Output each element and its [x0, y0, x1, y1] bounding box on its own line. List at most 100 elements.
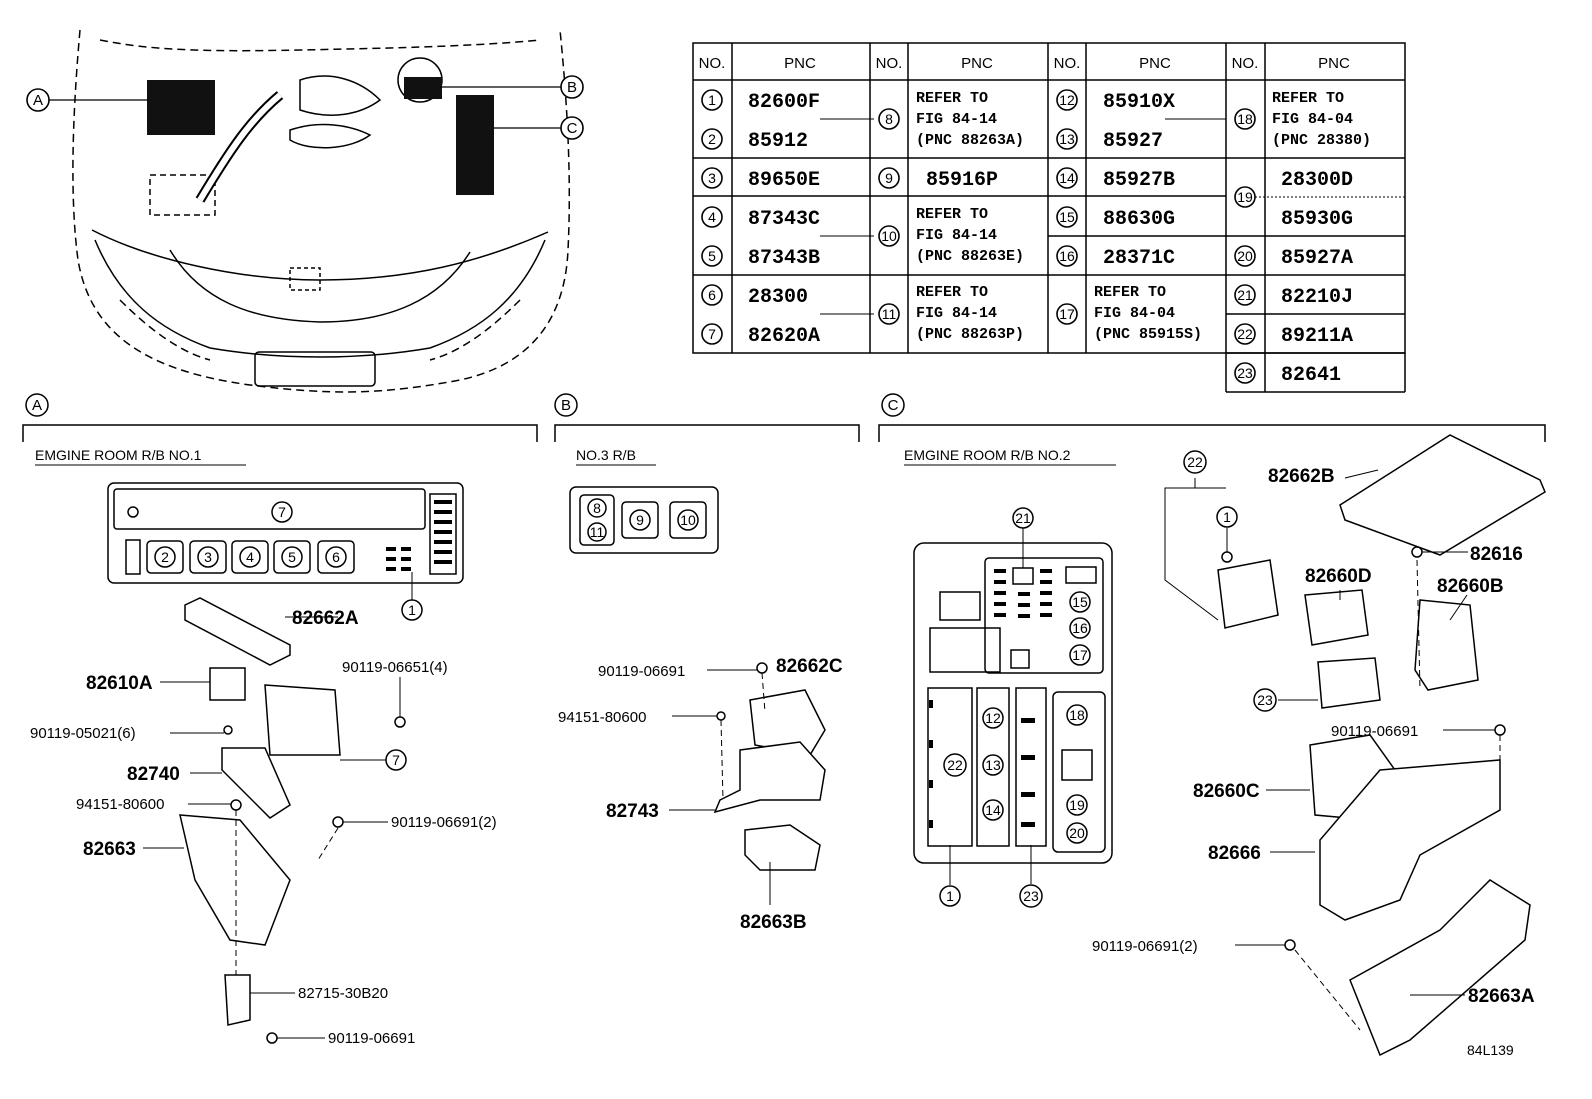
svg-text:3: 3 [204, 549, 212, 565]
svg-text:23: 23 [1023, 888, 1039, 904]
svg-text:18: 18 [1237, 111, 1253, 127]
pnc-table [692, 42, 1406, 393]
exploded-parts-b [713, 662, 826, 871]
relay-block-no3-callouts: 8 11 9 10 [587, 498, 699, 542]
svg-text:82641: 82641 [1281, 364, 1341, 387]
svg-text:(PNC 28380): (PNC 28380) [1272, 132, 1371, 149]
svg-text:5: 5 [288, 549, 296, 565]
section-a-callout: A [32, 397, 42, 414]
svg-text:B: B [567, 79, 577, 96]
svg-text:85927B: 85927B [1103, 169, 1175, 192]
part-82610a-label: 82610A [86, 673, 153, 694]
svg-text:15: 15 [1059, 209, 1075, 225]
svg-text:1: 1 [946, 888, 954, 904]
part-82663a-label: 82663A [1468, 986, 1535, 1007]
overview-callout-c: C [494, 116, 584, 140]
svg-text:85916P: 85916P [926, 169, 998, 192]
svg-text:(PNC 88263A): (PNC 88263A) [916, 132, 1024, 149]
part-82660d-label: 82660D [1305, 566, 1372, 587]
table-row: 14 85927B [1056, 167, 1175, 192]
svg-text:A: A [33, 92, 43, 109]
table-row: 7 82620A [701, 323, 820, 348]
leader-lines-c [1164, 469, 1501, 1031]
overview-callout-a: A [26, 88, 148, 112]
svg-text:FIG 84-14: FIG 84-14 [916, 111, 997, 128]
leader-lines-b [669, 669, 771, 905]
svg-text:20: 20 [1069, 825, 1085, 841]
svg-text:9: 9 [885, 170, 893, 186]
table-row: 23 82641 [1234, 362, 1341, 387]
relay-block-no2-callouts: 21 15 16 17 22 12 13 14 18 19 20 1 23 [939, 507, 1091, 908]
svg-text:6: 6 [332, 549, 340, 565]
section-c-title: EMGINE ROOM R/B NO.2 [904, 447, 1071, 463]
svg-text:7: 7 [708, 326, 716, 342]
svg-text:19: 19 [1237, 189, 1253, 205]
svg-text:13: 13 [985, 757, 1001, 773]
svg-text:28300D: 28300D [1281, 169, 1353, 192]
header-pnc: PNC [961, 55, 993, 72]
svg-text:22: 22 [1237, 326, 1253, 342]
svg-text:7: 7 [278, 504, 286, 520]
svg-text:16: 16 [1059, 248, 1075, 264]
svg-text:7: 7 [392, 752, 400, 768]
section-a-bracket [22, 393, 538, 442]
svg-text:82620A: 82620A [748, 325, 820, 348]
svg-text:5: 5 [708, 248, 716, 264]
svg-text:(PNC 88263E): (PNC 88263E) [916, 248, 1024, 265]
svg-text:23: 23 [1237, 365, 1253, 381]
part-94151-80600-label: 94151-80600 [76, 796, 164, 813]
svg-text:89650E: 89650E [748, 169, 820, 192]
overview-callout-b: B [440, 75, 584, 99]
section-a-title: EMGINE ROOM R/B NO.1 [35, 447, 202, 463]
svg-text:1: 1 [708, 92, 716, 108]
header-pnc: PNC [1318, 55, 1350, 72]
svg-text:FIG 84-14: FIG 84-14 [916, 227, 997, 244]
relay-block-a-location [147, 80, 215, 135]
part-90119-06691-label: 90119-06691 [1331, 723, 1418, 740]
svg-text:REFER TO: REFER TO [916, 284, 988, 301]
svg-text:REFER TO: REFER TO [1272, 90, 1344, 107]
svg-text:18: 18 [1069, 707, 1085, 723]
svg-text:17: 17 [1072, 647, 1088, 663]
part-82666-label: 82666 [1208, 843, 1261, 864]
part-82743-label: 82743 [606, 801, 659, 822]
section-b-bracket [554, 393, 860, 442]
svg-text:2: 2 [708, 131, 716, 147]
svg-text:REFER TO: REFER TO [916, 90, 988, 107]
svg-text:16: 16 [1072, 620, 1088, 636]
part-82660c-label: 82660C [1193, 781, 1260, 802]
svg-text:C: C [567, 120, 578, 137]
engine-bay-overview [72, 29, 571, 393]
part-82663b-label: 82663B [740, 912, 807, 933]
svg-text:4: 4 [246, 549, 254, 565]
svg-text:21: 21 [1015, 510, 1031, 526]
svg-text:14: 14 [1059, 170, 1075, 186]
part-82740-label: 82740 [127, 764, 180, 785]
svg-text:22: 22 [1187, 454, 1203, 470]
svg-text:13: 13 [1059, 131, 1075, 147]
relay-block-no3-layout [569, 486, 719, 554]
header-pnc: PNC [1139, 55, 1171, 72]
part-90119-06651-label: 90119-06651(4) [342, 659, 448, 676]
svg-text:10: 10 [881, 228, 897, 244]
section-b-callout: B [561, 397, 571, 414]
svg-text:14: 14 [985, 802, 1001, 818]
svg-text:FIG 84-04: FIG 84-04 [1094, 305, 1175, 322]
relay-block-no1-layout [107, 482, 464, 584]
part-90119-05021-label: 90119-05021(6) [30, 725, 136, 742]
exploded-callouts-c: 22 1 23 [1183, 450, 1277, 712]
svg-text:REFER TO: REFER TO [1094, 284, 1166, 301]
